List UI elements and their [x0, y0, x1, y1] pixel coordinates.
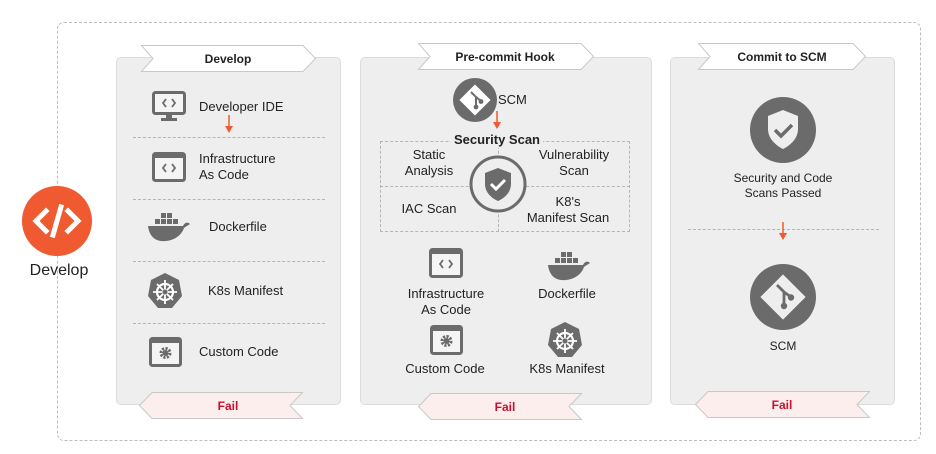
fail-label: Fail	[494, 400, 516, 414]
develop-item-label: Dockerfile	[209, 219, 267, 234]
kubernetes-icon	[148, 273, 182, 308]
fail-label: Fail	[217, 399, 239, 413]
window-code-icon	[429, 248, 463, 278]
divider	[133, 199, 325, 200]
divider	[133, 137, 325, 138]
precommit-item-label: Infrastructure	[407, 286, 485, 301]
develop-item-label: K8s Manifest	[208, 283, 284, 298]
passed-label: Security and Code	[733, 171, 833, 185]
precommit-item-label: Custom Code	[405, 361, 485, 376]
docker-icon	[548, 252, 590, 281]
scan-type: Scan	[559, 163, 589, 178]
arrow-down-icon	[493, 111, 501, 129]
precommit-title: Pre-commit Hook	[455, 50, 555, 64]
develop-item-label: Developer IDE	[199, 99, 284, 114]
window-code-icon	[152, 152, 186, 182]
git-icon	[750, 264, 816, 330]
fail-banner[interactable]	[417, 393, 583, 420]
shield-check-icon	[750, 97, 816, 163]
scan-type: Analysis	[404, 163, 454, 178]
monitor-code-icon	[152, 91, 186, 121]
divider	[133, 261, 325, 262]
code-icon	[22, 186, 92, 256]
fail-label: Fail	[771, 398, 793, 412]
divider	[133, 323, 325, 324]
window-gear-icon	[149, 337, 182, 367]
fail-banner[interactable]	[138, 392, 304, 419]
commit-banner	[697, 43, 867, 70]
scm-label: SCM	[769, 339, 797, 353]
scm-label: SCM	[498, 92, 527, 107]
git-icon	[453, 78, 497, 122]
develop-item-label: Infrastructure	[199, 151, 276, 166]
scan-type: Vulnerability	[538, 147, 610, 162]
security-scan-title: Security Scan	[451, 132, 543, 148]
develop-item-label: Custom Code	[199, 344, 279, 359]
kubernetes-icon	[548, 322, 582, 357]
precommit-banner	[417, 43, 595, 70]
arrow-down-icon	[225, 115, 233, 133]
shield-check-icon	[469, 155, 527, 213]
start-label: Develop	[29, 262, 89, 279]
precommit-item-label: K8s Manifest	[529, 361, 605, 376]
docker-icon	[148, 213, 190, 242]
arrow-down-icon	[779, 222, 787, 240]
precommit-item-label: As Code	[421, 302, 471, 317]
fail-banner[interactable]	[694, 391, 871, 418]
scan-type: IAC Scan	[401, 201, 457, 216]
develop-item-label: As Code	[199, 167, 249, 182]
scan-type: K8's	[555, 194, 581, 209]
develop-banner	[140, 45, 317, 72]
window-gear-icon	[430, 325, 463, 355]
passed-label: Scans Passed	[744, 186, 822, 200]
develop-title: Develop	[204, 52, 252, 66]
scan-type: Static	[412, 147, 446, 162]
precommit-item-label: Dockerfile	[538, 286, 596, 301]
scan-type: Manifest Scan	[526, 210, 610, 225]
commit-title: Commit to SCM	[737, 50, 827, 64]
